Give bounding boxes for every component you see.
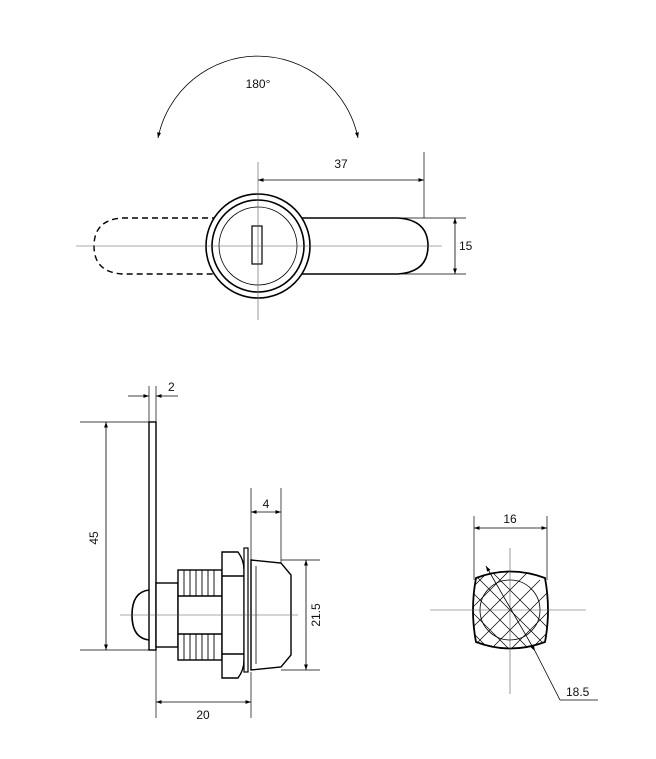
dimension-21-5-label: 21.5 [309,603,323,627]
rotation-label: 180° [246,77,271,91]
mounting-plate [148,421,157,651]
dimension-20-label: 20 [196,708,210,722]
lock-front-view [76,152,466,320]
washer [243,547,249,673]
thread-cross-section [430,516,598,701]
rotation-arc [157,55,359,139]
dimension-37-label: 37 [334,157,348,171]
dimension-2-label: 2 [168,380,175,394]
dimension-4-label: 4 [263,497,270,511]
lock-side-view [80,386,320,718]
dimension-18-5-label: 18.5 [566,685,590,699]
diameter-leader [485,565,536,652]
dimension-45-label: 45 [87,531,101,545]
dimension-16-label: 16 [503,512,517,526]
dimension-15-label: 15 [459,239,473,253]
keyway-slot [251,225,263,265]
